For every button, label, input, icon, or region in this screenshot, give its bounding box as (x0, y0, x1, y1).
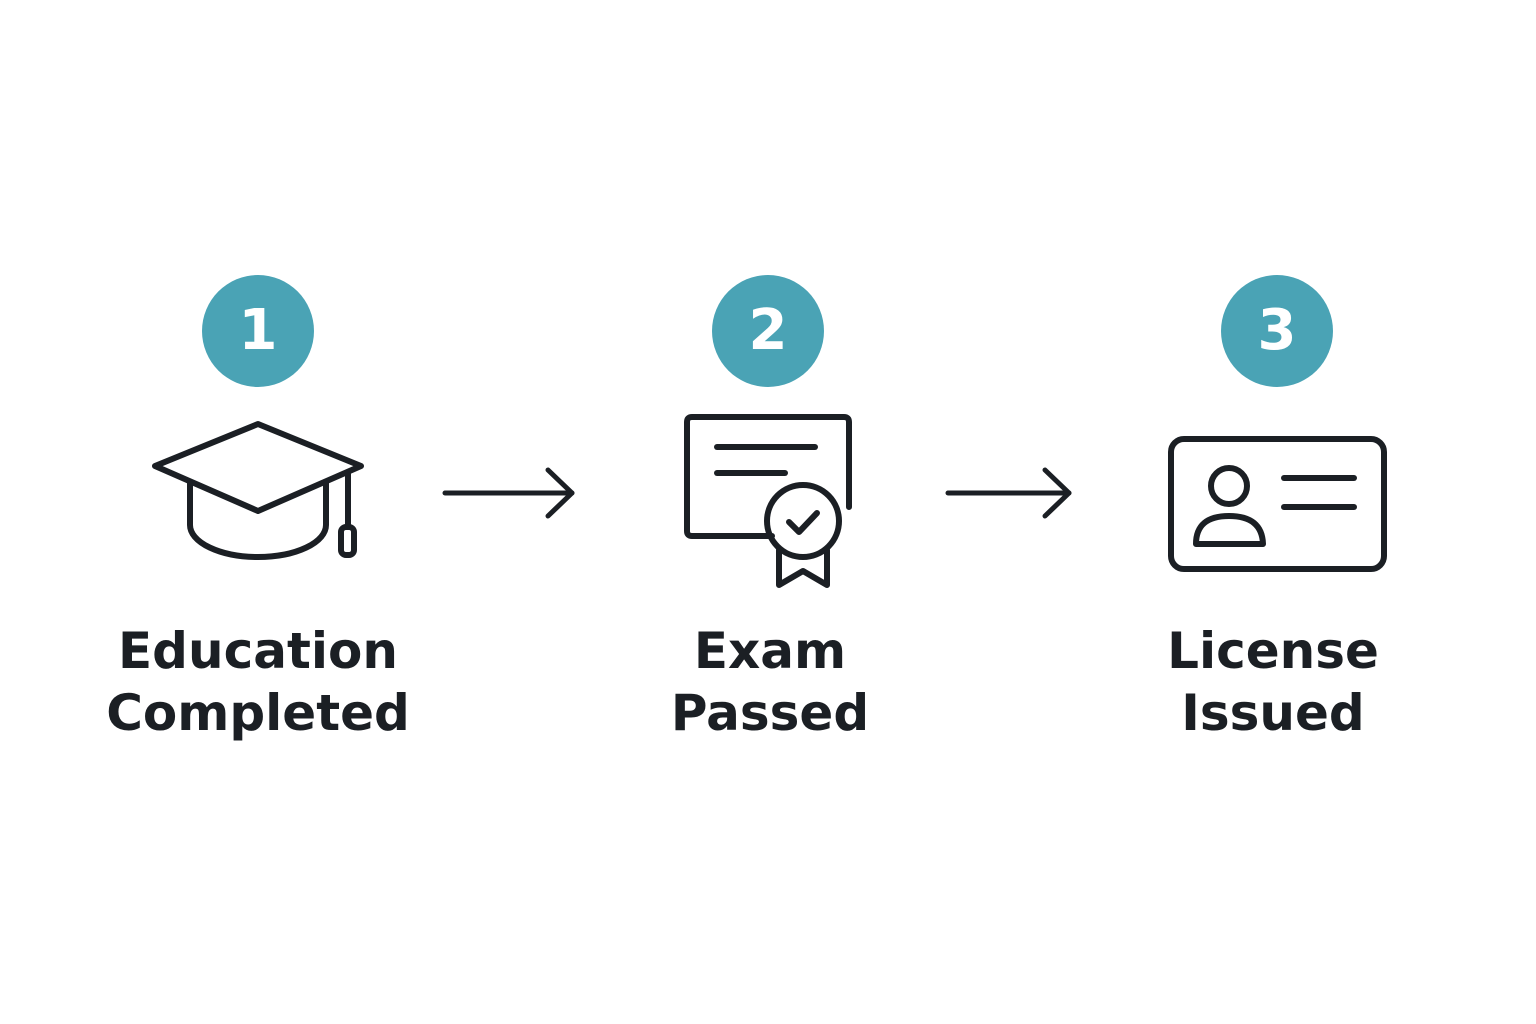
step-2-label-line-1: Exam (693, 622, 847, 680)
step-1-label-line-2: Completed (106, 684, 410, 742)
step-1-label-line-1: Education (118, 622, 398, 680)
arrow-right-icon (945, 467, 1072, 519)
graduation-cap-icon (152, 421, 364, 560)
step-2-number-badge: 2 (712, 275, 824, 387)
step-2-label: Exam Passed (590, 620, 950, 744)
step-3-number-badge: 3 (1221, 275, 1333, 387)
step-1-label: Education Completed (78, 620, 438, 744)
step-1-number-badge: 1 (202, 275, 314, 387)
arrow-right-icon (442, 467, 575, 519)
certificate-icon (684, 414, 852, 588)
step-3-label-line-2: Issued (1181, 684, 1365, 742)
id-card-icon (1168, 436, 1387, 572)
step-2-label-line-2: Passed (670, 684, 870, 742)
step-3-label-line-1: License (1167, 622, 1379, 680)
step-3-label: License Issued (1093, 620, 1453, 744)
